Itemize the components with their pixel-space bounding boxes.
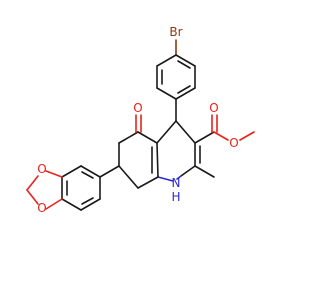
dihydropyridine-ring xyxy=(151,120,201,182)
bond-methyl xyxy=(194,165,215,178)
bond-double-inner xyxy=(177,60,191,69)
bond-ch2-o xyxy=(26,189,39,205)
bond xyxy=(80,198,101,211)
bond-o-methyl xyxy=(239,131,255,141)
dioxole-ring xyxy=(26,170,63,210)
molecule-structure-canvas: Br O O O O O N H xyxy=(26,25,255,215)
atom-label-ester-ether-o: O xyxy=(229,136,238,150)
bond-o-c xyxy=(45,198,63,210)
bromophenyl-ring xyxy=(156,39,196,100)
molecule-structure-diagram: Br O O O O O N H xyxy=(26,25,255,215)
cyclohexanone-ring xyxy=(118,131,159,189)
bond xyxy=(118,131,139,144)
bond xyxy=(137,176,159,189)
atom-label-n: N xyxy=(172,176,181,190)
atom-label-ketone-o: O xyxy=(133,101,142,115)
bond xyxy=(175,54,196,67)
bond xyxy=(61,198,82,211)
bond-double-inner xyxy=(81,171,94,179)
bond xyxy=(137,131,158,144)
bond-c-n xyxy=(176,175,182,180)
atom-label-br: Br xyxy=(169,25,182,39)
atom-label-dioxole-bottom-o: O xyxy=(37,201,46,215)
bond xyxy=(194,131,215,144)
atom-label-h: H xyxy=(171,190,180,204)
bond xyxy=(180,165,196,177)
bond-ester-o xyxy=(213,131,229,141)
bond-double-inner xyxy=(177,85,191,94)
bond xyxy=(118,165,139,189)
bond-n-c xyxy=(157,176,174,182)
bond xyxy=(156,54,177,67)
bond-double-inner xyxy=(81,197,94,205)
bond xyxy=(156,142,159,178)
atom-label-dioxole-top-o: O xyxy=(37,162,46,176)
bond xyxy=(175,120,196,144)
bond xyxy=(156,87,177,100)
bond-c7-aryl xyxy=(99,165,120,178)
bond xyxy=(61,165,82,178)
methyl-ester-group xyxy=(194,114,255,144)
bond-c-o xyxy=(45,170,63,178)
bond xyxy=(80,165,101,178)
bond xyxy=(156,120,177,144)
bond xyxy=(175,87,196,100)
benzodioxole-ring xyxy=(61,165,101,211)
atom-label-ester-carbonyl-o: O xyxy=(209,101,218,115)
bond-o-ch2 xyxy=(26,175,39,191)
